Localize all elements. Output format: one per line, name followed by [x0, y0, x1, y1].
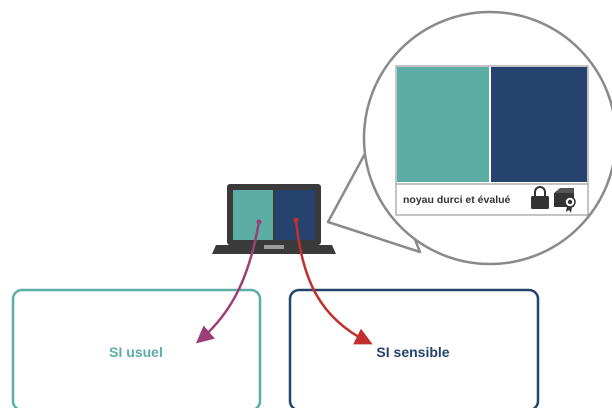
sensitive-system-box: [288, 288, 540, 408]
zoomed-sensitive-pane: [491, 67, 587, 182]
hardened-kernel-caption: noyau durci et évalué: [403, 194, 511, 206]
laptop-icon: [212, 184, 336, 254]
sensitive-flow-arrow: [293, 217, 373, 345]
zoomed-screen: noyau durci et évalué: [395, 65, 589, 216]
sensitive-system-label: SI sensible: [376, 344, 449, 360]
laptop-sensitive-pane: [275, 190, 315, 240]
laptop-usual-pane: [233, 190, 273, 240]
padlock-icon: [531, 186, 549, 209]
usual-flow-arrow: [196, 219, 262, 344]
usual-system-label: SI usuel: [109, 344, 163, 360]
certificate-icon: [554, 188, 576, 213]
zoomed-usual-pane: [397, 67, 489, 182]
usual-system-box: [11, 288, 262, 408]
